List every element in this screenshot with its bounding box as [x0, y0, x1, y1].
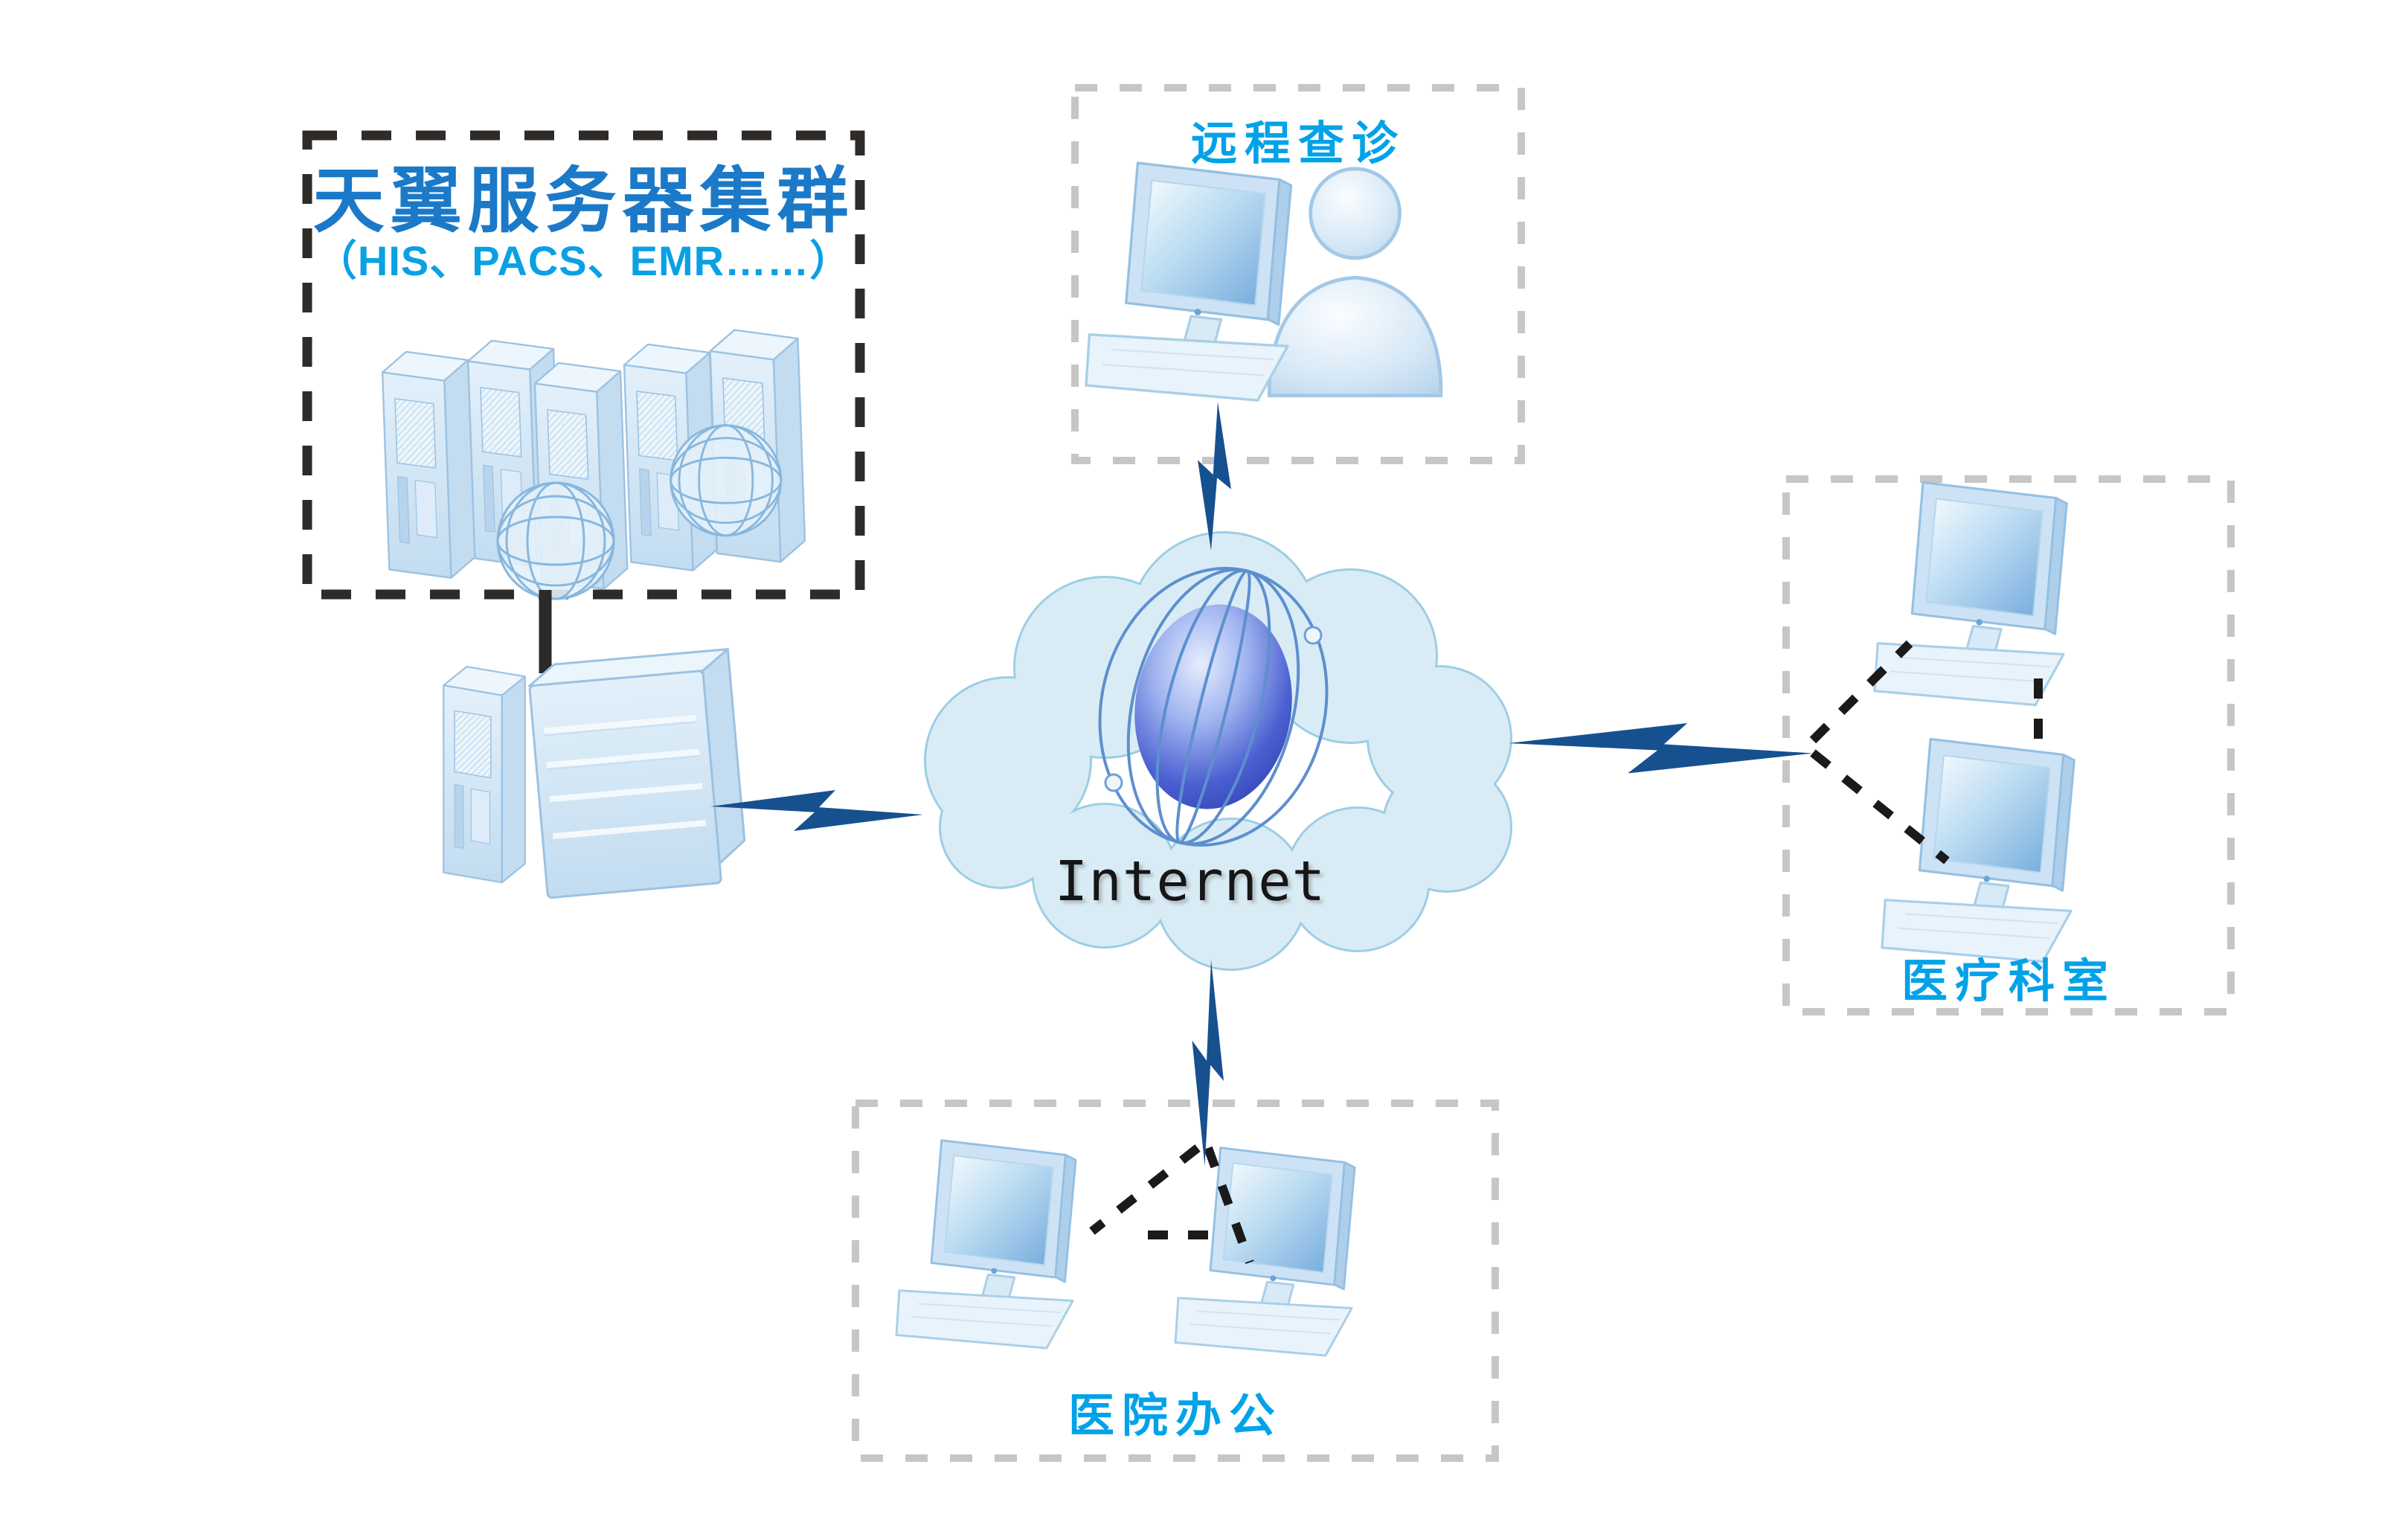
dept-node-label: 医疗科室: [1901, 956, 2116, 1007]
remote-node-icons: [1085, 161, 1441, 402]
desktop-computer-icon: [1085, 161, 1293, 402]
lightning-bolt-icon: [1198, 402, 1231, 551]
lan-dashed-links: [1089, 640, 2043, 1265]
office-node-icons: [895, 1139, 1356, 1357]
desktop-computer-icon: [1174, 1146, 1356, 1357]
globe-icon: [1098, 567, 1329, 847]
dept-node-icons: [1873, 481, 2075, 963]
office-box-border: [852, 1100, 1499, 1462]
remote-node-label: 远程查诊: [1190, 118, 1405, 170]
office-node-label: 医院办公: [1067, 1390, 1282, 1442]
cluster-subtitle: （HIS、PACS、EMR……）: [315, 237, 853, 284]
desktop-computer-icon: [1881, 737, 2075, 963]
remote-box-border: [1071, 84, 1525, 464]
server-tower-icon: [381, 348, 477, 581]
desktop-computer-icon: [895, 1139, 1077, 1350]
wireframe-globe-icon: [496, 481, 615, 600]
server-cluster-icons: [381, 327, 807, 600]
wan-lightning-links: [710, 402, 1813, 1167]
lightning-bolt-icon: [1509, 723, 1813, 774]
lightning-bolt-icon: [1192, 960, 1224, 1167]
internet-cloud-icon: [924, 531, 1512, 971]
cluster-box-border: [302, 130, 865, 600]
wireframe-globe-icon: [670, 424, 783, 537]
person-icon: [1269, 169, 1441, 396]
dept-link-lower: [1810, 749, 1950, 864]
storage-server-icon: [443, 648, 746, 899]
desktop-computer-icon: [1873, 481, 2068, 707]
cluster-title: 天翼服务器集群: [312, 161, 855, 241]
office-link-left: [1089, 1144, 1201, 1235]
internet-cloud-label: Internet: [1054, 850, 1326, 914]
